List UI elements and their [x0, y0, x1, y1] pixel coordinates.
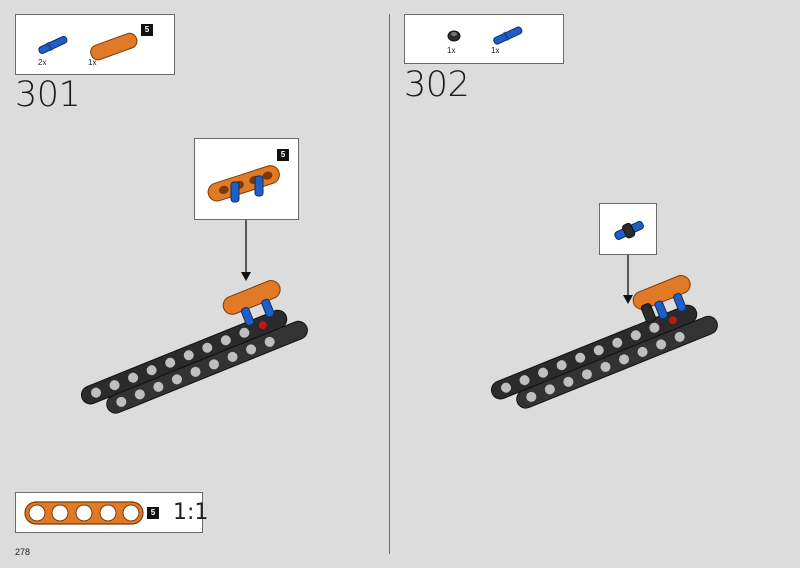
callout-301: 5 — [194, 138, 299, 220]
part-qty: 1x — [491, 46, 500, 55]
callout-302 — [599, 203, 657, 255]
blue-axle-pin-icon — [38, 35, 68, 54]
model-assembly-302 — [490, 275, 718, 409]
page-divider — [389, 14, 390, 554]
beam-with-pins-icon — [207, 165, 280, 203]
orange-beam-5-life-size — [24, 501, 144, 525]
page-number: 278 — [15, 547, 31, 557]
blue-axle-pin-icon — [493, 26, 523, 45]
length-badge: 5 — [277, 149, 289, 161]
part-qty: 1x — [447, 46, 456, 55]
black-bush-icon — [447, 30, 461, 42]
length-badge: 5 — [147, 507, 159, 519]
pin-with-bush-icon — [614, 220, 644, 240]
orange-beam-5-icon — [90, 32, 138, 61]
beam-ruler: 5 1:1 — [15, 492, 208, 533]
part-qty: 1x — [88, 58, 97, 67]
parts-list-302: 1x 1x — [404, 14, 564, 64]
parts-list-301: 2x 1x 5 — [15, 14, 175, 75]
length-badge: 5 — [141, 24, 153, 36]
step-number: 302 — [404, 65, 470, 105]
model-assembly-301 — [80, 280, 308, 414]
part-qty: 2x — [38, 58, 47, 67]
step-number: 301 — [15, 75, 81, 115]
placement-arrow — [241, 220, 251, 281]
scale-label: 1:1 — [173, 500, 209, 525]
placement-arrow — [623, 255, 633, 304]
